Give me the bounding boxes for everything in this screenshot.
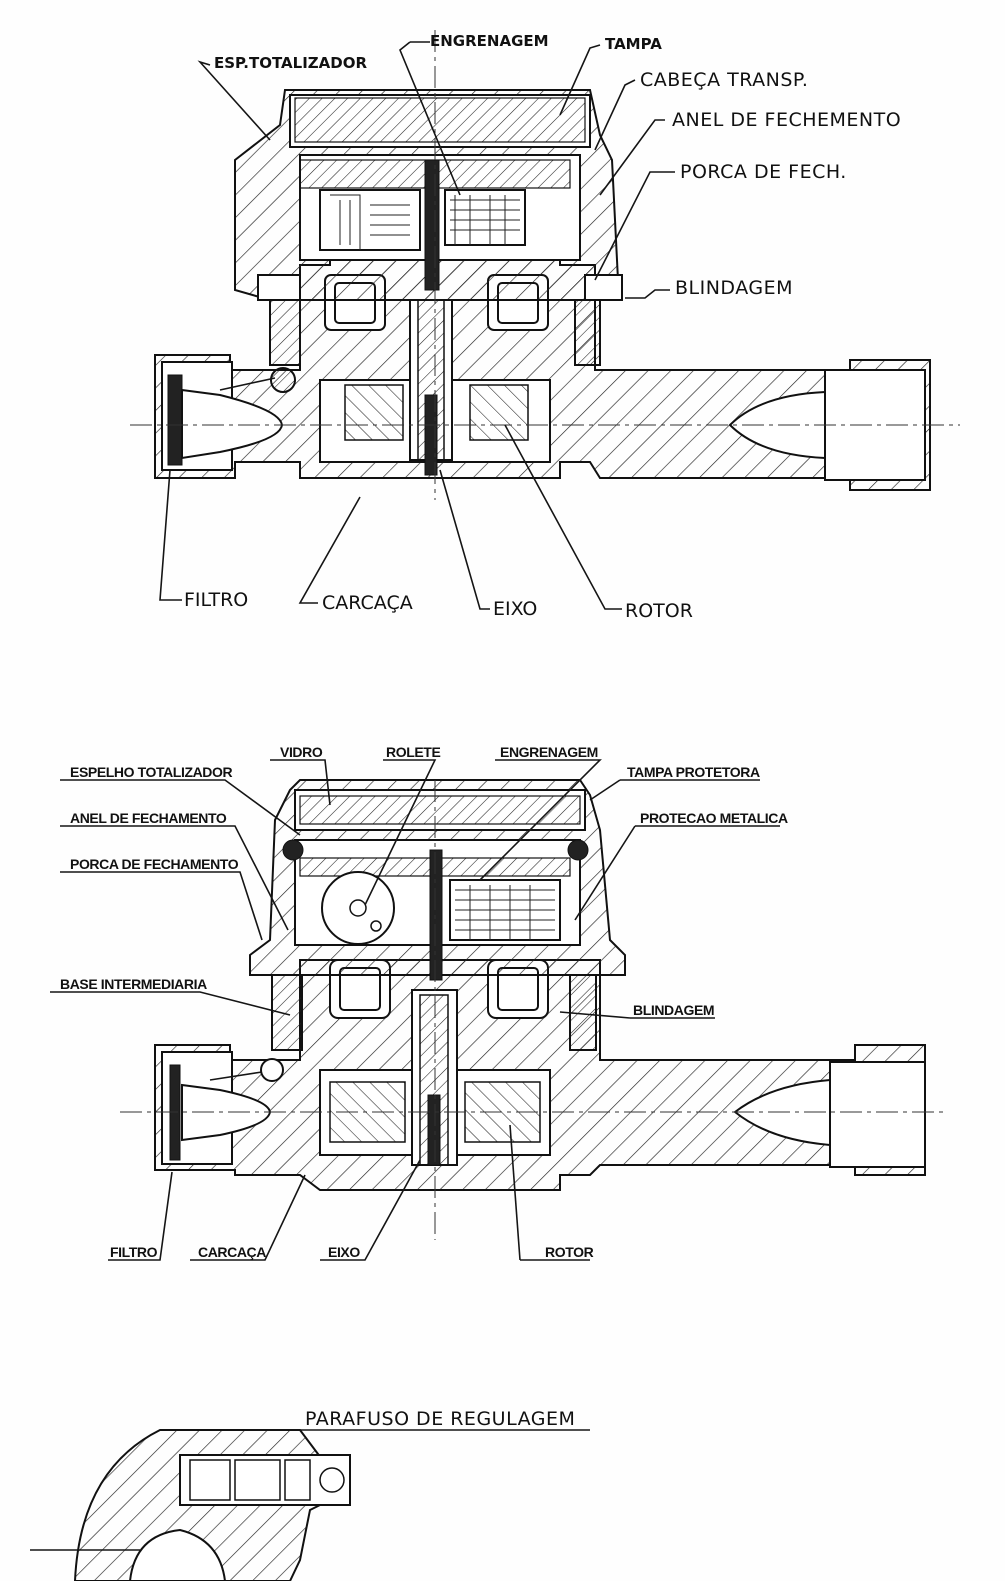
label-filtro: FILTRO — [184, 589, 248, 611]
label-blindagem-2: BLINDAGEM — [633, 1002, 714, 1018]
figure3-regulating-screw — [30, 1429, 590, 1581]
label-rotor: ROTOR — [625, 600, 693, 622]
figure1-leaders — [159, 41, 675, 610]
label-blindagem: BLINDAGEM — [675, 277, 793, 299]
label-carcaca-2: CARCAÇA — [198, 1244, 266, 1260]
label-espelho-totalizador: ESPELHO TOTALIZADOR — [70, 764, 233, 780]
label-eixo-2: EIXO — [328, 1244, 360, 1260]
figure1-labels: ENGRENAGEM TAMPA ESP.TOTALIZADOR CABEÇA … — [184, 32, 901, 622]
label-anel-fechemento: ANEL DE FECHEMENTO — [672, 109, 901, 131]
label-engrenagem: ENGRENAGEM — [430, 32, 549, 50]
label-vidro: VIDRO — [280, 744, 323, 760]
label-anel-fechamento: ANEL DE FECHAMENTO — [70, 810, 227, 826]
rolete-mechanism — [321, 849, 561, 981]
label-carcaca: CARCAÇA — [322, 592, 413, 614]
label-rolete: ROLETE — [386, 744, 440, 760]
label-tampa: TAMPA — [605, 35, 662, 53]
label-tampa-protetora: TAMPA PROTETORA — [627, 764, 760, 780]
figure1-meter-section — [130, 30, 960, 500]
figure2-leaders — [50, 759, 780, 1261]
figure2-labels: VIDRO ROLETE ENGRENAGEM ESPELHO TOTALIZA… — [60, 744, 788, 1260]
label-parafuso-regulagem: PARAFUSO DE REGULAGEM — [305, 1408, 575, 1430]
label-esp-totalizador: ESP.TOTALIZADOR — [214, 54, 367, 72]
label-filtro-2: FILTRO — [110, 1244, 158, 1260]
label-rotor-2: ROTOR — [545, 1244, 594, 1260]
figure2-meter-section — [120, 779, 945, 1240]
label-porca-fech: PORCA DE FECH. — [680, 161, 847, 183]
label-base-intermediaria: BASE INTERMEDIARIA — [60, 976, 207, 992]
label-eixo: EIXO — [493, 598, 537, 620]
label-porca-fechamento: PORCA DE FECHAMENTO — [70, 856, 239, 872]
label-protecao-metalica: PROTECAO METALICA — [640, 810, 788, 826]
label-engrenagem-2: ENGRENAGEM — [500, 744, 598, 760]
label-cabeca-transp: CABEÇA TRANSP. — [640, 69, 808, 91]
